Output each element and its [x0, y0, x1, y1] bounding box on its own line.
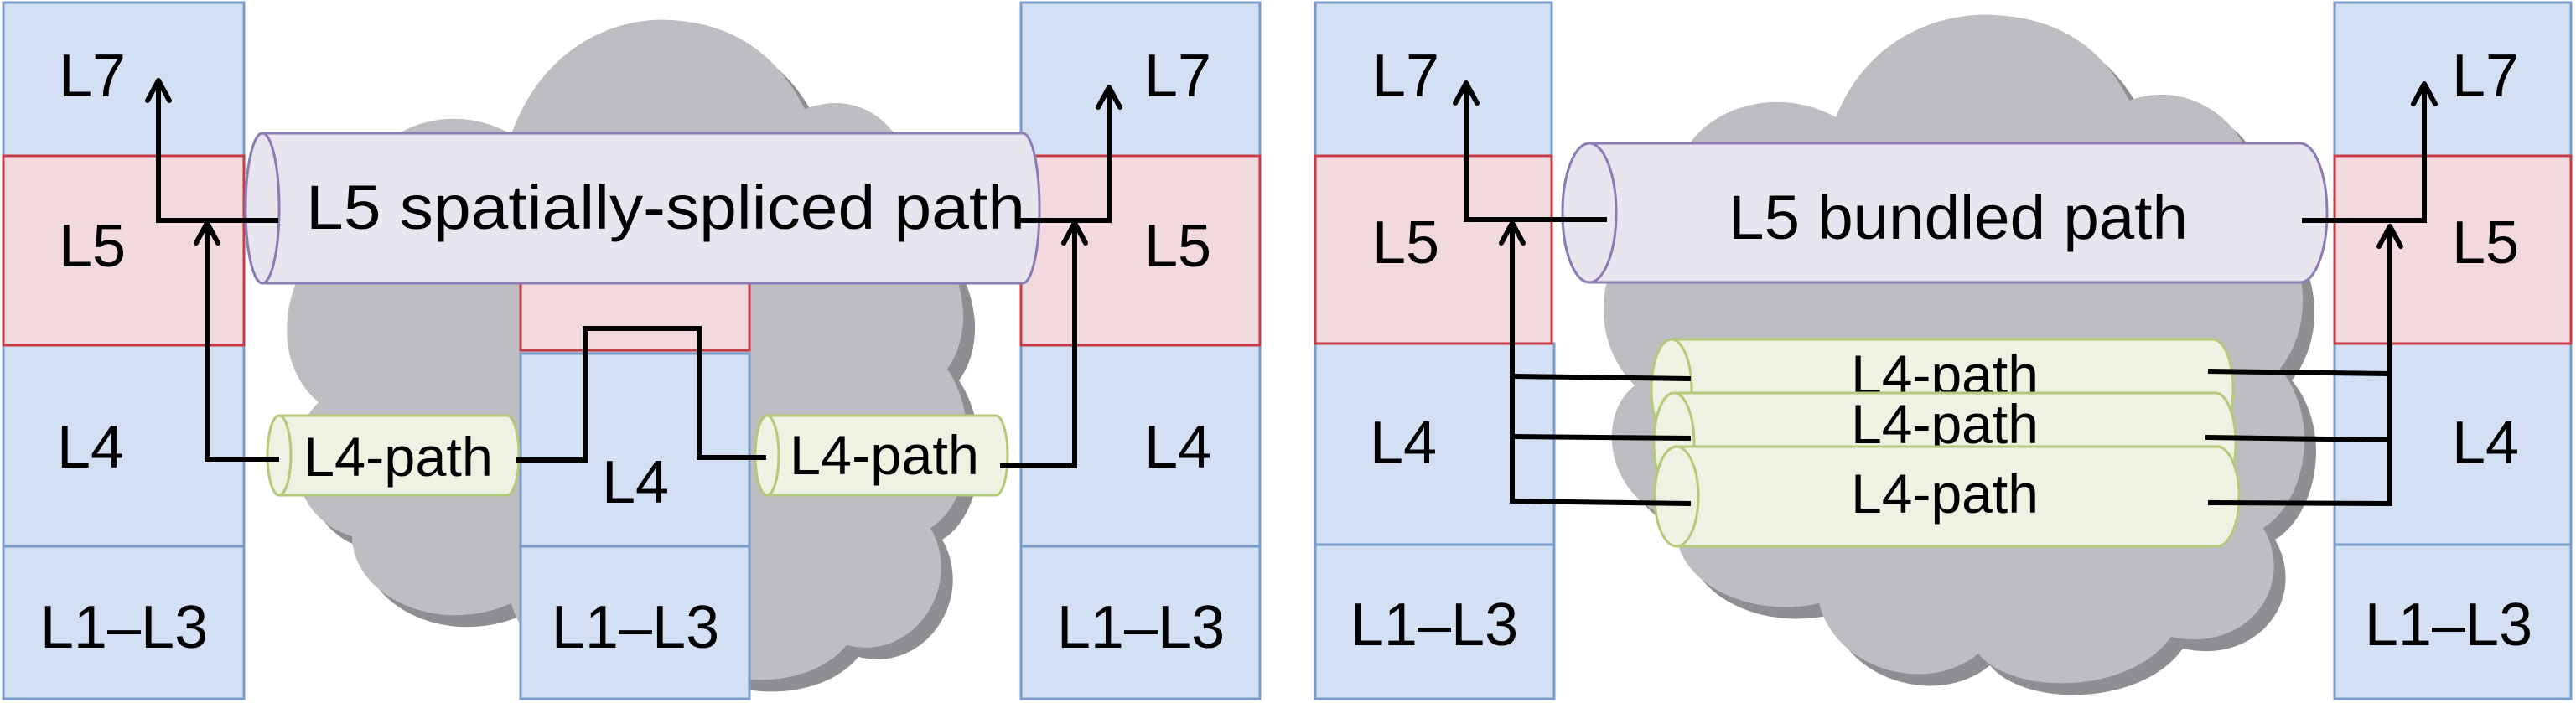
arrowhead-up-icon	[1453, 80, 1480, 106]
layer-label: L7	[1144, 43, 1211, 110]
l4-path-label: L4-path	[1851, 463, 2039, 525]
l4-path-pipe: L4-path	[266, 414, 521, 497]
l5-path-label: L5 bundled path	[1729, 183, 2188, 252]
layer-l1-l3	[519, 545, 751, 700]
arrowhead-up-icon	[2376, 224, 2403, 249]
layer-label: L4	[1370, 410, 1437, 477]
layer-l7	[1314, 1, 1553, 158]
data-flow-arrows	[145, 78, 1122, 468]
layer-l1-l3	[1019, 545, 1262, 700]
layer-l1-l3	[1314, 543, 1556, 700]
arrowhead-up-icon	[1096, 85, 1122, 110]
right-host-stack: L7 L5 L4 L1–L3	[2333, 1, 2573, 700]
layer-label: L7	[1372, 43, 1439, 110]
data-flow-arrows	[1453, 80, 2438, 506]
layer-label: L4	[2452, 410, 2519, 477]
l4-pipe-wire	[1511, 434, 1692, 441]
l4-pipe-wire	[1509, 499, 1692, 506]
relay-splice-wire	[516, 326, 766, 463]
l4-path-label: L4-path	[303, 426, 493, 488]
l4-pipe-wire	[1511, 374, 1692, 381]
layer-l7	[2333, 1, 2573, 158]
layer-l5	[2, 154, 246, 347]
layer-label: L5	[59, 213, 126, 280]
l4-path-label: L4-path	[790, 424, 979, 486]
l4-pipe-wire	[2207, 500, 2393, 506]
l4-path-label: L4-path	[1851, 393, 2039, 455]
layer-l5	[2333, 154, 2573, 345]
layer-l4	[1019, 344, 1262, 548]
arrowhead-up-icon	[1499, 220, 1526, 246]
layer-l1-l3	[2, 545, 246, 700]
layer-label: L1–L3	[552, 594, 719, 661]
layer-label: L4	[1144, 414, 1211, 481]
layer-label: L5	[2452, 209, 2519, 277]
l5-path-label: L5 spatially-spliced path	[306, 173, 1025, 242]
left-host-stack: L7 L5 L4 L1–L3	[2, 1, 246, 700]
bundled-diagram: L7 L5 L4 L1–L3 L7 L5 L4 L1–L3 L5 bundled…	[1314, 1, 2573, 700]
arrowhead-up-icon	[2411, 81, 2438, 106]
layer-l7	[2, 1, 246, 158]
layer-label: L1–L3	[1057, 594, 1225, 661]
layer-label: L7	[2452, 43, 2519, 110]
l4-pipe-wire	[2205, 435, 2391, 442]
layer-l1-l3	[2333, 543, 2573, 700]
layer-label: L5	[1144, 213, 1211, 280]
l4-path-pipe: L4-path	[754, 414, 1009, 497]
middle-relay-stack: L4 L1–L3	[519, 250, 751, 700]
layer-l5	[1019, 154, 1262, 347]
arrowhead-up-icon	[145, 78, 172, 103]
l5-to-l7-wire	[1464, 86, 1607, 222]
layer-label: L4	[57, 414, 124, 481]
l5-to-l7-wire	[1019, 90, 1112, 223]
layer-l7	[1019, 1, 1262, 158]
l4-pipe-wire	[2207, 369, 2391, 376]
arrowhead-up-icon	[1061, 220, 1088, 246]
spliced-diagram: L7 L5 L4 L1–L3 L4 L1–L3 L7 L5 L4 L1–L3	[2, 1, 1262, 700]
l4-to-l5-wire	[205, 226, 279, 462]
layer-label: L1–L3	[40, 594, 208, 661]
l5-to-l7-wire	[156, 84, 278, 223]
layer-label: L1–L3	[2365, 592, 2532, 659]
l4-path-pipe: L4-path	[1653, 445, 2241, 548]
layer-label: L1–L3	[1350, 592, 1518, 659]
right-host-stack: L7 L5 L4 L1–L3	[1019, 1, 1262, 700]
layer-label: L7	[59, 43, 126, 110]
layer-label: L4	[602, 449, 669, 516]
left-host-stack: L7 L5 L4 L1–L3	[1314, 1, 1556, 700]
layer-l4	[2333, 342, 2573, 546]
l4-to-l5-wire	[1000, 226, 1077, 468]
l5-spliced-path-pipe: L5 spatially-spliced path	[244, 132, 1041, 285]
layer-l4	[2, 344, 246, 548]
l5-to-l7-wire	[2302, 87, 2427, 223]
layer-label: L5	[1372, 209, 1439, 277]
l5-bundled-path-pipe: L5 bundled path	[1561, 142, 2329, 284]
arrowhead-up-icon	[194, 220, 220, 246]
